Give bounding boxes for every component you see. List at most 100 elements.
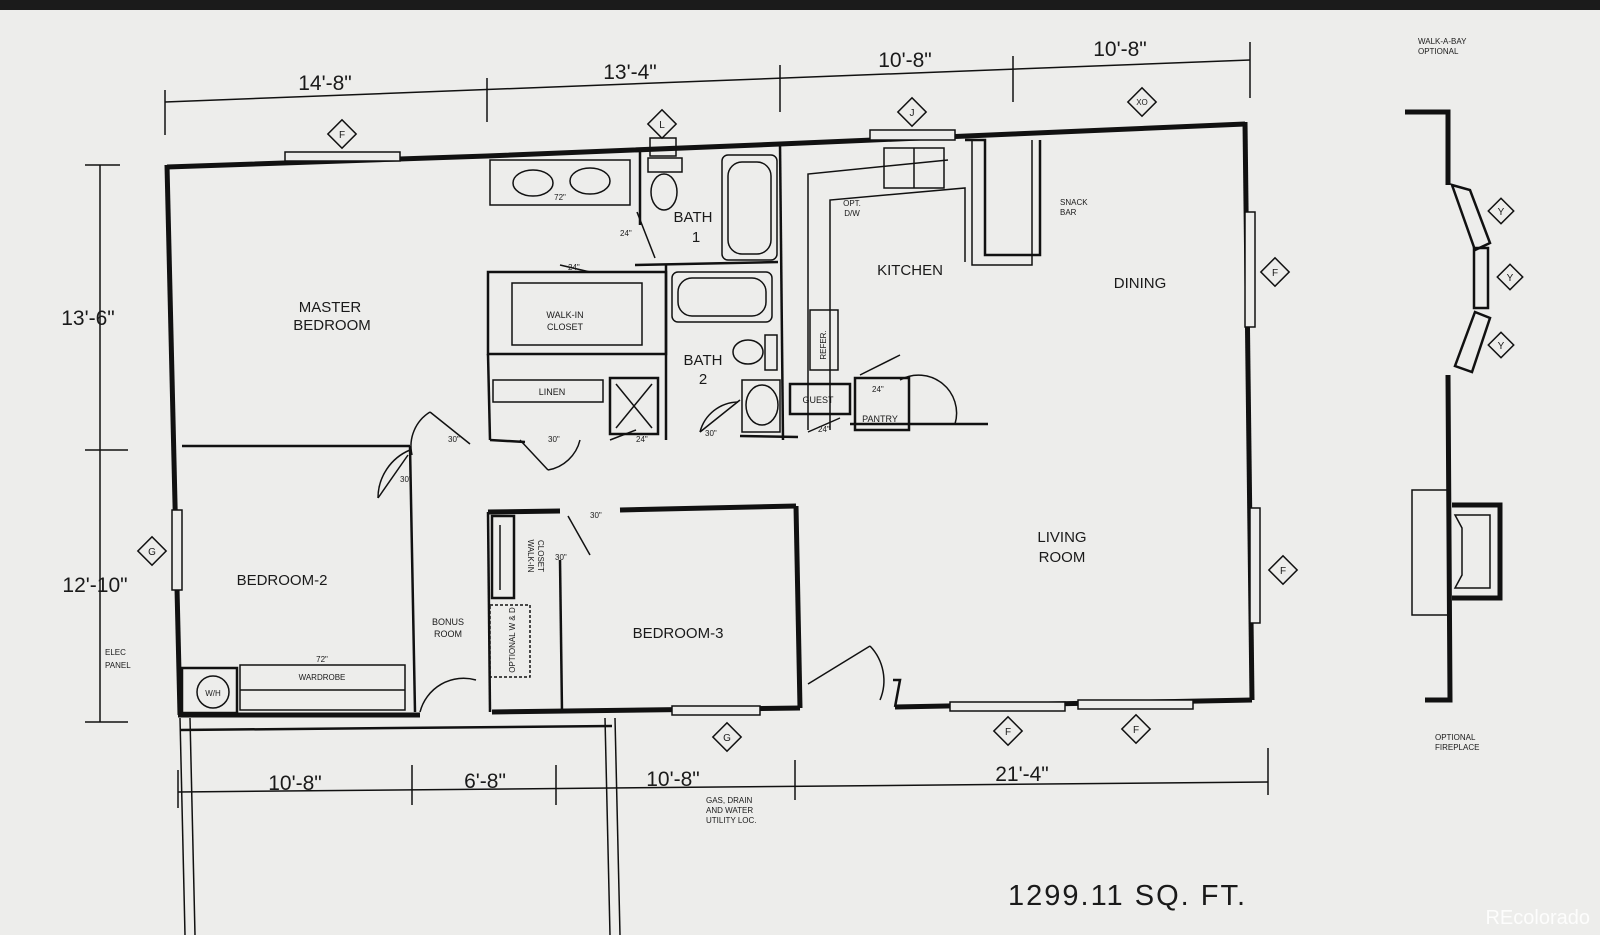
svg-text:F: F	[1133, 725, 1139, 736]
window-tag-f-top: F	[326, 118, 358, 150]
door-size-3: 30"	[548, 435, 560, 444]
svg-text:G: G	[148, 547, 156, 558]
utility-note-3: UTILITY LOC.	[706, 816, 757, 825]
water-heater-label: W/H	[205, 689, 221, 698]
bottom-dim-4: 21'-4"	[995, 763, 1049, 786]
window-tag-f-bottom-2: F	[1120, 713, 1152, 745]
window-tag-l: L	[646, 108, 678, 157]
bottom-dim-1: 10'-8"	[268, 772, 322, 795]
svg-text:Y: Y	[1498, 207, 1505, 218]
top-dimension-line: 14'-8" 13'-4" 10'-8" 10'-8"	[164, 38, 1251, 135]
window-tag-g-bottom: G	[711, 721, 743, 753]
svg-text:Y: Y	[1507, 273, 1514, 284]
optional-fireplace: OPTIONAL FIREPLACE	[1411, 489, 1503, 752]
door-size-5: 30"	[705, 429, 717, 438]
bath2-label-2: 2	[699, 371, 707, 388]
master-bedroom-label-1: MASTER	[299, 299, 362, 316]
top-dim-2: 13'-4"	[603, 61, 657, 84]
room-labels: MASTER BEDROOM BATH 1 WALK-IN CLOSET LIN…	[105, 198, 1166, 673]
opt-dw-label-1: OPT.	[843, 199, 861, 208]
living-room-label-1: LIVING	[1037, 529, 1086, 546]
top-dim-1: 14'-8"	[298, 72, 352, 95]
interior-walls: 72"	[180, 138, 1042, 715]
bay-window-tag-3: Y	[1487, 331, 1515, 359]
wardrobe-size: 72"	[316, 655, 328, 664]
svg-text:F: F	[1005, 727, 1011, 738]
square-footage: 1299.11 SQ. FT.	[1008, 880, 1247, 912]
fireplace-note-1: OPTIONAL	[1435, 733, 1476, 742]
svg-text:J: J	[910, 108, 915, 119]
utility-note-1: GAS, DRAIN	[706, 796, 752, 805]
door-size-11: 30"	[555, 553, 567, 562]
walk-in-closet-2-label-1: WALK-IN	[526, 539, 535, 572]
bonus-room-label-2: ROOM	[434, 629, 462, 639]
utility-note: GAS, DRAIN AND WATER UTILITY LOC.	[706, 796, 757, 825]
living-room-label-2: ROOM	[1039, 549, 1086, 566]
door-size-9: 24"	[620, 229, 632, 238]
left-dim-2: 12'-10"	[62, 574, 127, 597]
window-tag-f-dining: F	[1259, 256, 1291, 288]
bath1-label-1: BATH	[674, 209, 713, 226]
bay-window-tag-1: Y	[1487, 197, 1515, 225]
pantry-label: PANTRY	[862, 414, 898, 424]
walk-in-closet-label-2: CLOSET	[547, 322, 584, 332]
bottom-dim-2: 6'-8"	[464, 770, 506, 793]
dining-label: DINING	[1114, 275, 1167, 292]
master-bedroom-label-2: BEDROOM	[293, 317, 371, 334]
window-tag-j: J	[896, 96, 928, 128]
utility-note-2: AND WATER	[706, 806, 753, 815]
wardrobe-label: WARDROBE	[299, 673, 346, 682]
snack-bar-label-1: SNACK	[1060, 198, 1088, 207]
door-size-vanity: 72"	[554, 193, 566, 202]
bedroom-2-label: BEDROOM-2	[237, 572, 328, 589]
bay-window-tag-2: Y	[1496, 263, 1524, 291]
top-dim-4: 10'-8"	[1093, 38, 1147, 61]
svg-text:F: F	[339, 130, 345, 141]
refer-label: REFER.	[819, 330, 828, 359]
elec-panel-label-1: ELEC	[105, 648, 126, 657]
window-tag-f-living: F	[1267, 554, 1299, 586]
walk-a-bay-note-1: WALK-A-BAY	[1418, 37, 1467, 46]
watermark: REcolorado	[1485, 907, 1590, 929]
door-size-labels: 30" 30" 30" 24" 30" 24" 24" 24" 24" 30" …	[400, 229, 884, 562]
elec-panel-label-2: PANEL	[105, 661, 131, 670]
door-size-7: 24"	[872, 385, 884, 394]
bedroom-3-label: BEDROOM-3	[633, 625, 724, 642]
bottom-dimension-line: 10'-8" 6'-8" 10'-8" 21'-4"	[177, 748, 1269, 808]
walk-in-closet-2-label-2: CLOSET	[536, 540, 545, 572]
snack-bar-label-2: BAR	[1060, 208, 1077, 217]
door-size-8: 24"	[568, 263, 580, 272]
svg-text:F: F	[1280, 566, 1286, 577]
optional-wd-label: OPTIONAL W & D	[508, 607, 517, 673]
door-size-10: 30"	[590, 511, 602, 520]
left-dimension-line: 13'-6" 12'-10"	[61, 164, 128, 723]
kitchen-label: KITCHEN	[877, 262, 943, 279]
bath1-label-2: 1	[692, 229, 700, 246]
door-size-6: 24"	[818, 425, 830, 434]
window-tags: F L J XO F F G G	[136, 86, 1299, 753]
walk-a-bay-note-2: OPTIONAL	[1418, 47, 1459, 56]
fireplace-note-2: FIREPLACE	[1435, 743, 1479, 752]
svg-text:G: G	[723, 733, 731, 744]
linen-label: LINEN	[539, 387, 566, 397]
door-size-4: 24"	[636, 435, 648, 444]
walk-in-closet-label-1: WALK-IN	[546, 310, 583, 320]
door-size-2: 30"	[400, 475, 412, 484]
door-swings	[377, 211, 958, 713]
guest-label: GUEST	[802, 395, 834, 405]
top-dim-3: 10'-8"	[878, 49, 932, 72]
svg-text:Y: Y	[1498, 341, 1505, 352]
bottom-dim-3: 10'-8"	[646, 768, 700, 791]
walk-a-bay-optional: WALK-A-BAY OPTIONAL Y Y Y	[1405, 37, 1524, 703]
door-size-1: 30"	[448, 435, 460, 444]
window-tag-f-bottom-1: F	[992, 715, 1024, 747]
opt-dw-label-2: D/W	[844, 209, 860, 218]
window-tag-g-left: G	[136, 535, 168, 567]
window-tag-xo: XO	[1126, 86, 1158, 118]
windows	[171, 129, 1261, 716]
svg-text:F: F	[1272, 268, 1278, 279]
svg-text:XO: XO	[1136, 98, 1148, 107]
bath2-label-1: BATH	[684, 352, 723, 369]
bonus-room-label-1: BONUS	[432, 617, 464, 627]
